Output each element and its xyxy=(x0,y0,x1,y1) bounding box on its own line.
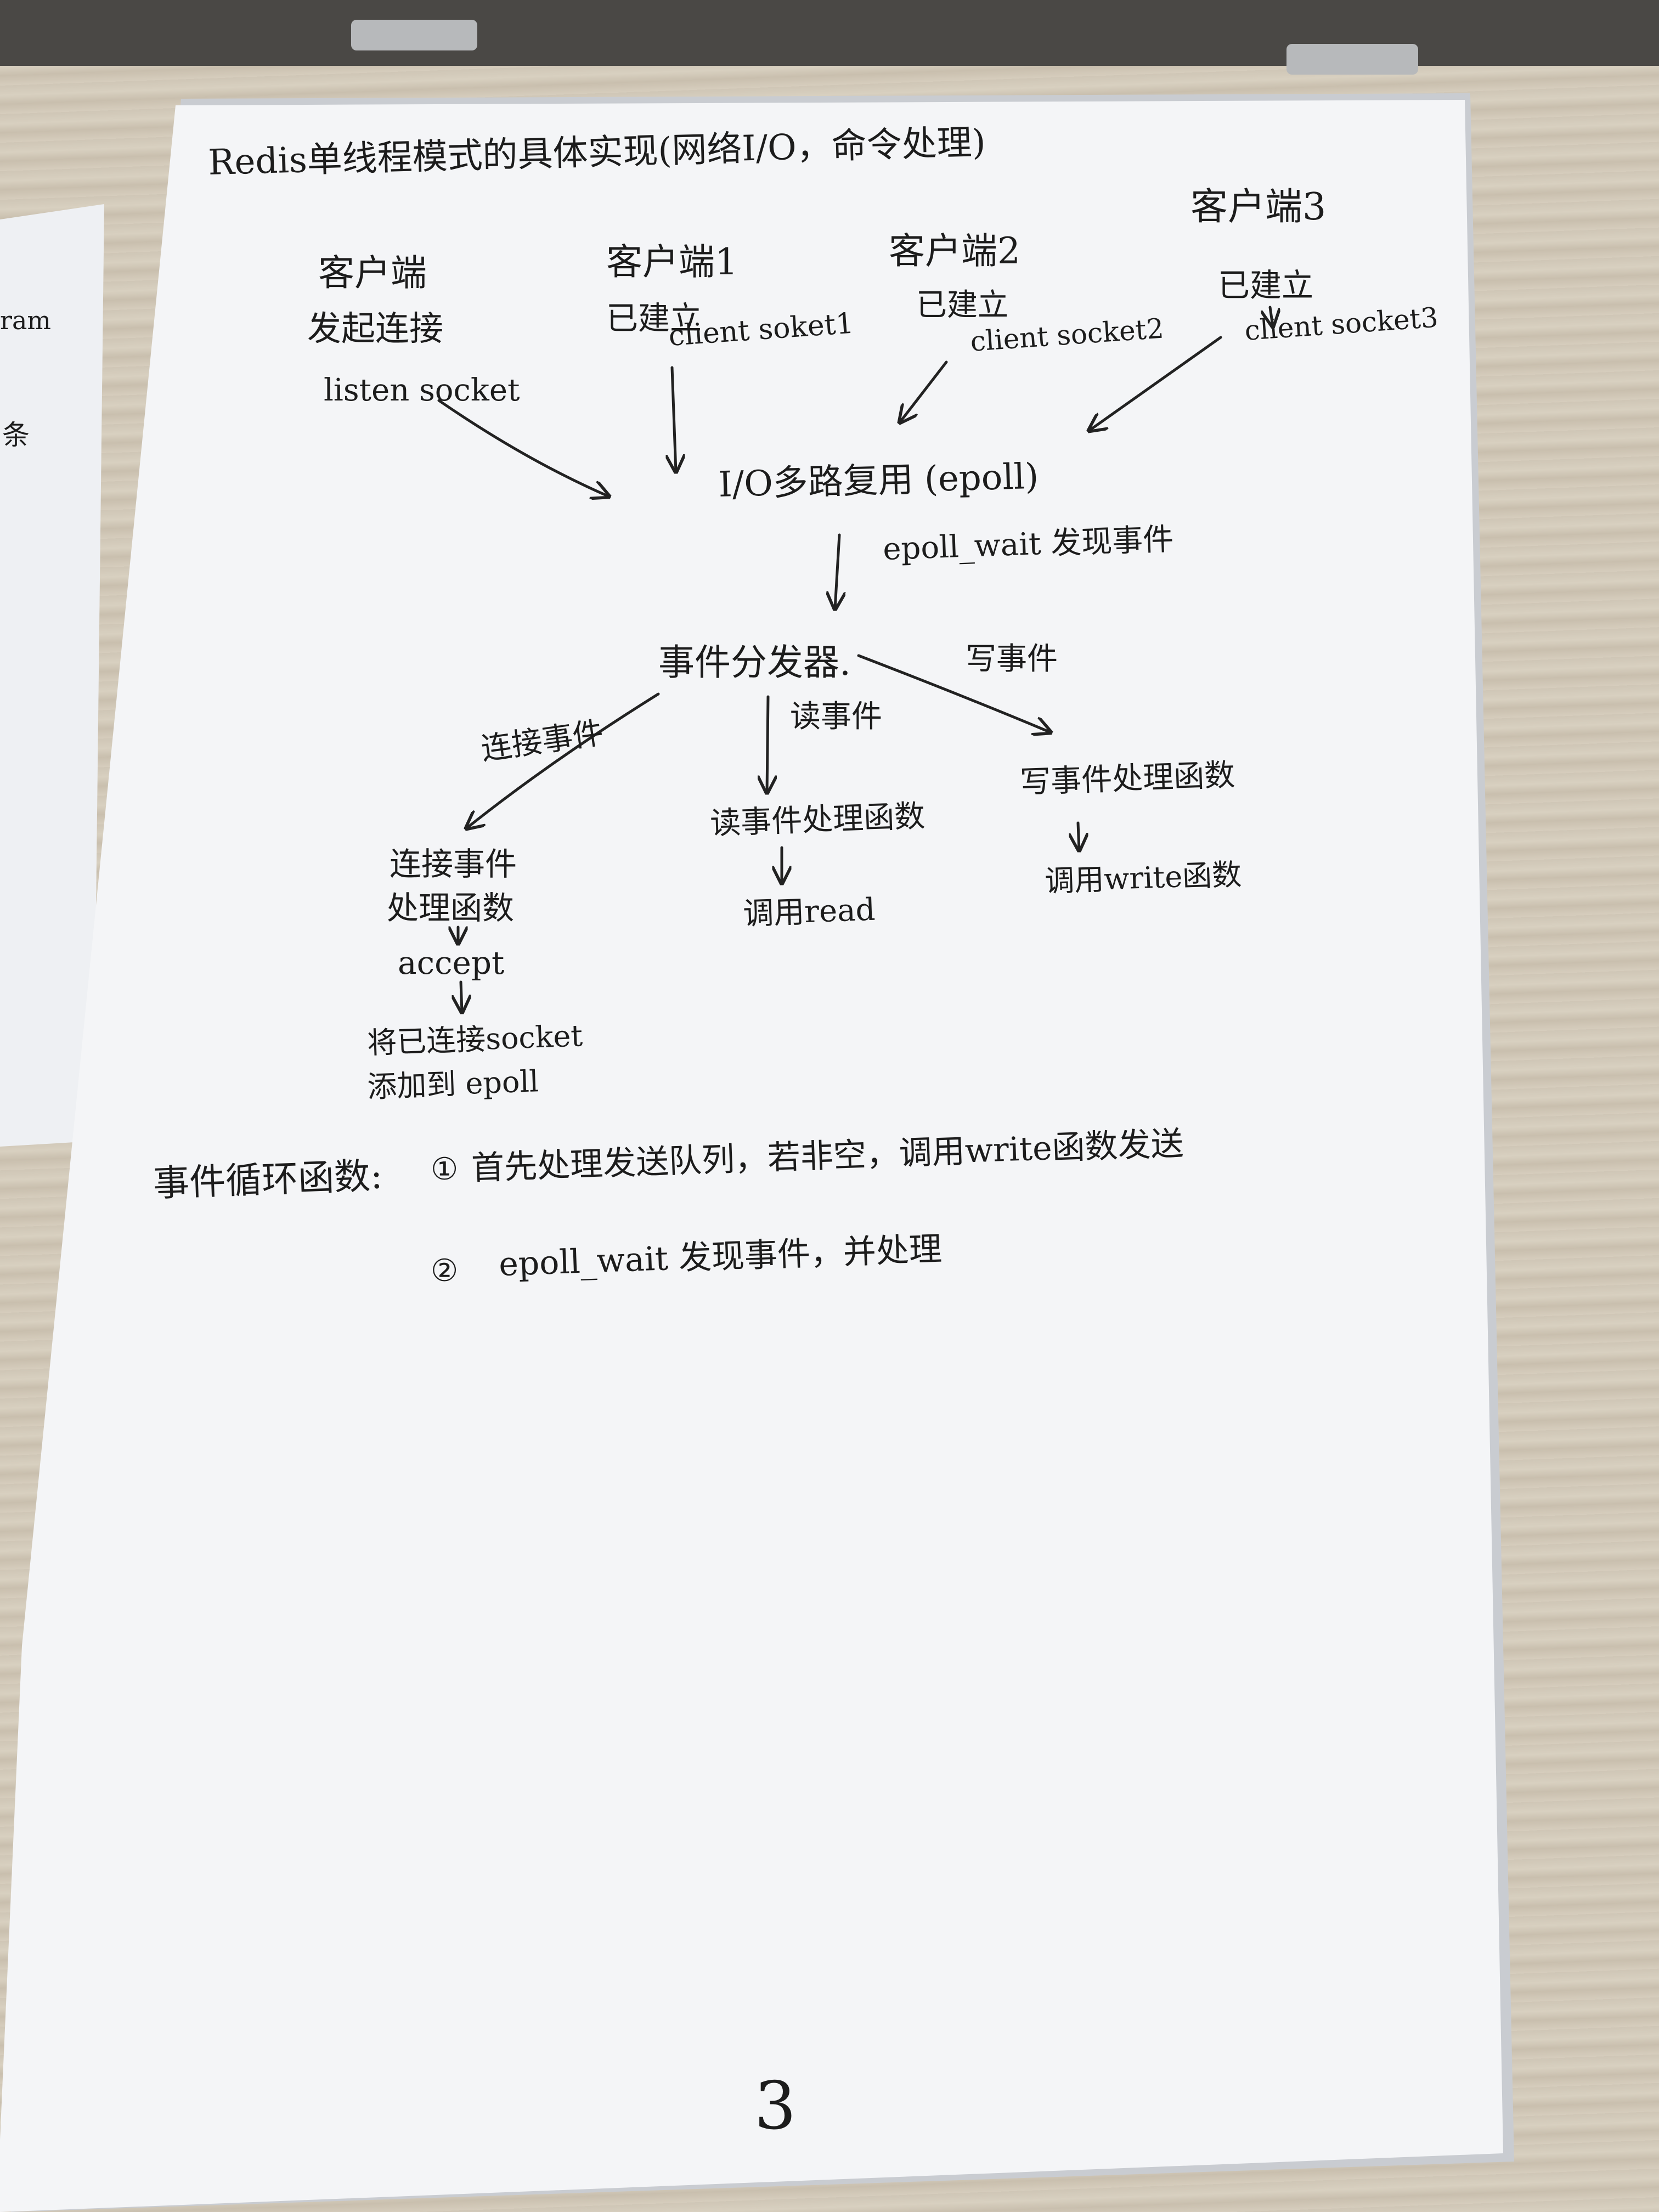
arrow-write-handler-to-step xyxy=(1078,821,1079,850)
client-0-name: 客户端 xyxy=(318,252,427,294)
client-3-name: 客户端3 xyxy=(1190,185,1326,229)
page-number: 3 xyxy=(754,2068,796,2145)
arrow-client3-to-epoll xyxy=(1089,336,1222,431)
arrow-listen-to-epoll xyxy=(437,399,609,496)
arrow-epoll-to-dispatcher xyxy=(835,533,839,609)
event-loop-step1-marker: ① xyxy=(431,1152,458,1187)
left-sheet-fragment-2: 条 xyxy=(2,419,30,451)
arrow-dispatcher-to-write xyxy=(857,654,1051,732)
event-loop-step2-marker: ② xyxy=(431,1253,458,1289)
client-3-state: 已建立 xyxy=(1218,267,1313,304)
write-step: 调用write函数 xyxy=(1044,857,1242,899)
connect-handler-line1: 连接事件 xyxy=(390,845,517,883)
arrow-client1-to-epoll xyxy=(672,366,676,472)
client-2-name: 客户端2 xyxy=(889,230,1020,272)
write-handler-title: 写事件处理函数 xyxy=(1019,757,1235,800)
arrow-client2-to-epoll xyxy=(900,360,948,422)
left-sheet-fragment-1: ram xyxy=(0,306,51,335)
client-1-state: 已建立 xyxy=(606,300,702,337)
client-0-socket: listen socket xyxy=(324,373,520,408)
arrow-client3-state-down xyxy=(1270,306,1273,326)
read-step: 调用read xyxy=(742,892,876,932)
client-2-state: 已建立 xyxy=(916,287,1008,323)
client-0-state: 发起连接 xyxy=(307,308,443,348)
arrow-accept-to-result xyxy=(461,980,462,1012)
client-1-name: 客户端1 xyxy=(606,241,738,283)
edge-label-write: 写事件 xyxy=(966,641,1058,677)
io-multiplexer-label: I/O多路复用 (epoll) xyxy=(718,456,1039,505)
event-dispatcher-label: 事件分发器. xyxy=(658,641,851,684)
binder-clip-left xyxy=(351,20,477,50)
arrow-dispatcher-to-connect xyxy=(466,692,660,828)
main-paper-sheet xyxy=(0,100,1503,2212)
edge-label-read: 读事件 xyxy=(790,699,882,735)
connect-result-line1: 将已连接socket xyxy=(366,1018,583,1060)
arrow-dispatcher-to-read xyxy=(767,695,768,793)
connect-step-accept: accept xyxy=(398,944,504,981)
connect-handler-line2: 处理函数 xyxy=(387,889,514,927)
left-paper-sheet xyxy=(0,204,104,1147)
connect-result-line2: 添加到 epoll xyxy=(366,1064,539,1104)
binder-clip-right xyxy=(1286,44,1418,75)
read-handler-title: 读事件处理函数 xyxy=(709,798,926,842)
event-loop-label: 事件循环函数: xyxy=(153,1154,383,1205)
